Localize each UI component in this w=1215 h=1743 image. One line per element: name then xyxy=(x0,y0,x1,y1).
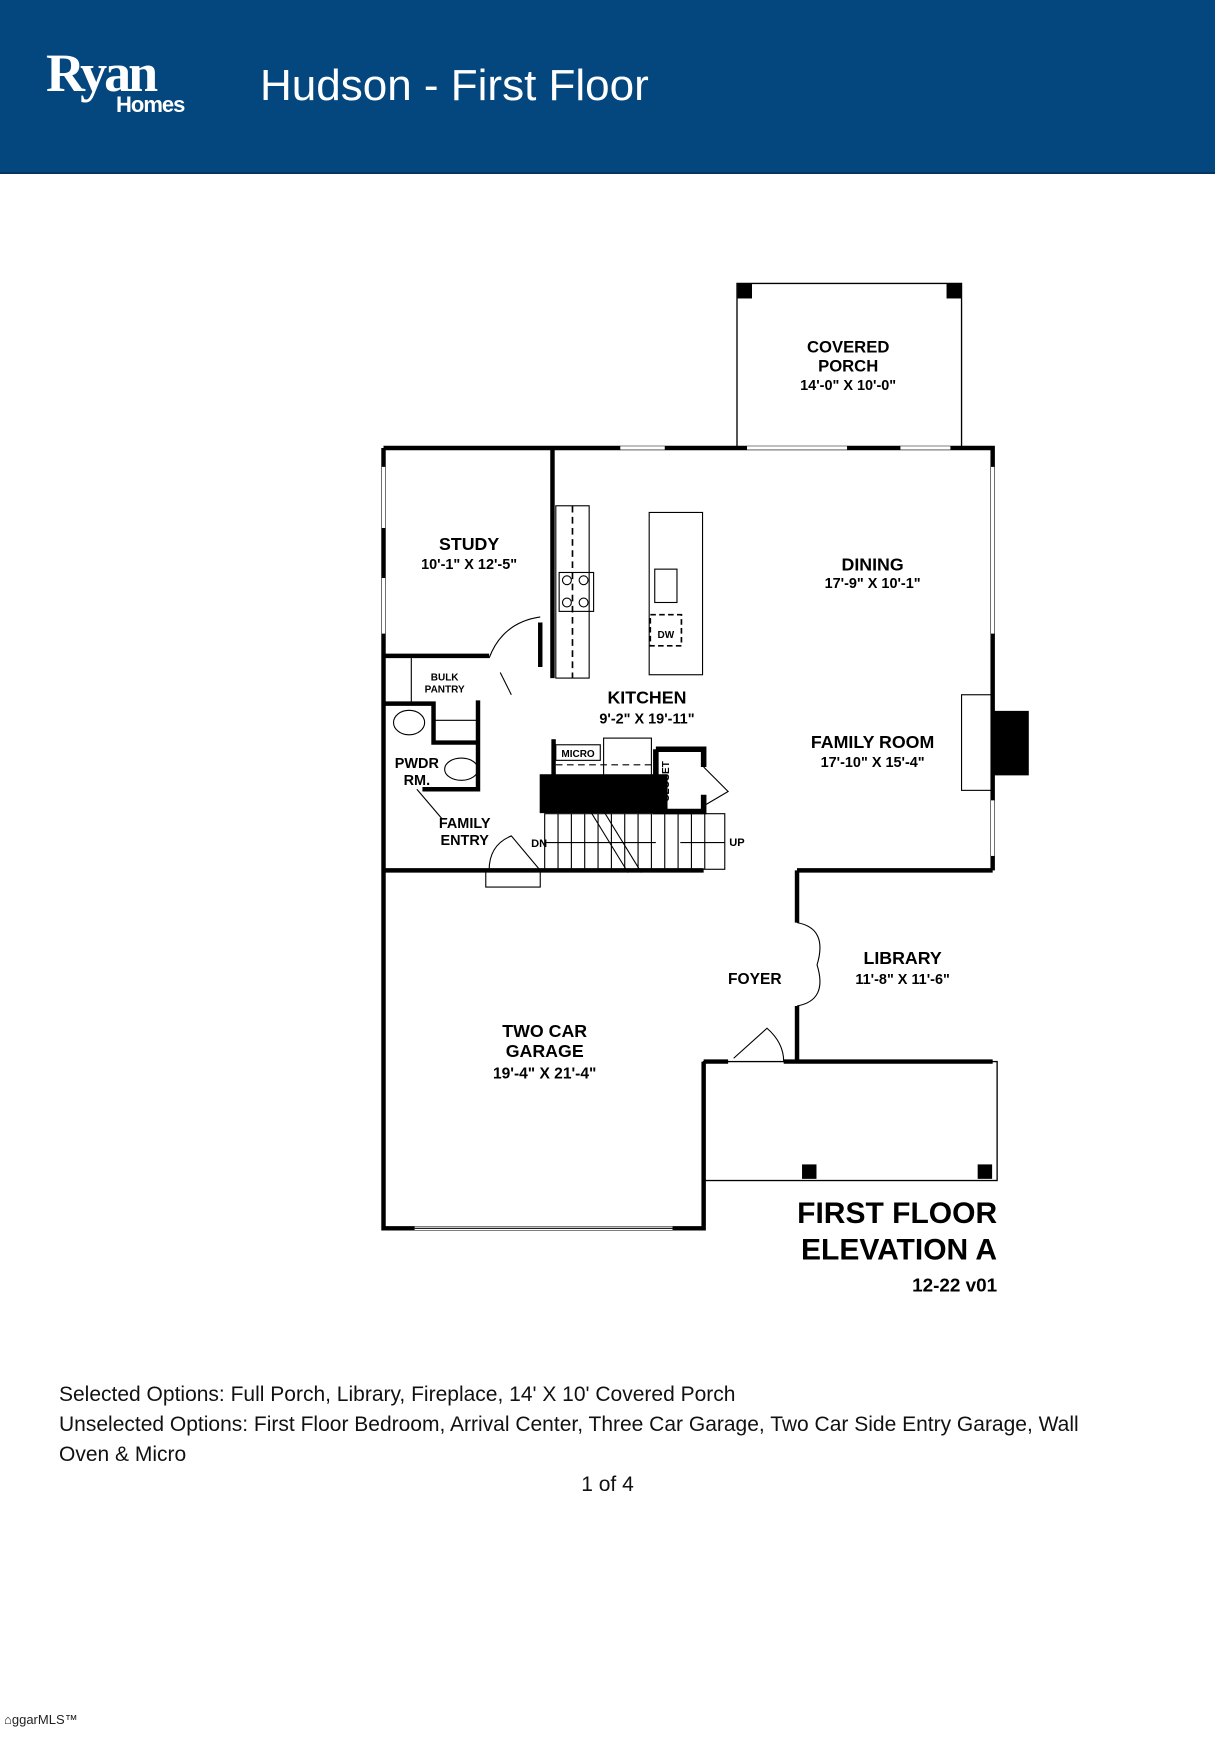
family-entry-label: FAMILY xyxy=(439,816,491,832)
garage-label: TWO CAR xyxy=(502,1021,587,1041)
closet-wall xyxy=(653,746,707,815)
front-porch-post xyxy=(977,1164,993,1179)
porch-post xyxy=(737,284,753,299)
garage-dims: 19'-4" X 21'-4" xyxy=(493,1065,596,1082)
foyer-label: FOYER xyxy=(728,971,782,988)
logo-text: Ryan xyxy=(46,43,158,103)
front-porch-post xyxy=(802,1164,817,1179)
toilet xyxy=(392,709,426,736)
dining-dims: 17'-9" X 10'-1" xyxy=(825,576,921,592)
dw-label: DW xyxy=(658,630,675,641)
chimney xyxy=(992,710,1029,776)
study-wall xyxy=(383,447,555,679)
covered-porch-label: PORCH xyxy=(818,356,878,375)
dishwasher xyxy=(649,613,683,647)
fireplace xyxy=(960,694,994,791)
unselected-options: Unselected Options: First Floor Bedroom,… xyxy=(59,1413,1079,1436)
cooktop xyxy=(558,571,595,612)
garage-label: GARAGE xyxy=(506,1041,584,1061)
ryan-homes-logo: Ryan Homes xyxy=(46,46,211,122)
study-label: STUDY xyxy=(439,534,499,554)
covered-porch-dims: 14'-0" X 10'-0" xyxy=(800,378,896,394)
powder-room-label: RM. xyxy=(404,773,430,789)
page-title: Hudson - First Floor xyxy=(260,61,649,110)
dining-label: DINING xyxy=(842,554,904,574)
family-room-dims: 17'-10" X 15'-4" xyxy=(821,755,925,771)
porch-post xyxy=(946,284,961,299)
house-icon: ⌂ xyxy=(4,1712,12,1727)
stairs-up-label: UP xyxy=(729,837,745,849)
library-label: LIBRARY xyxy=(863,948,941,968)
study-dims: 10'-1" X 12'-5" xyxy=(421,557,517,573)
plan-version: 12-22 v01 xyxy=(912,1276,997,1297)
kitchen-dims: 9'-2" X 19'-11" xyxy=(599,712,694,728)
room-labels: COVERED PORCH 14'-0" X 10'-0" STUDY 10'-… xyxy=(395,337,998,1296)
page-header: Ryan Homes Hudson - First Floor xyxy=(0,0,1215,174)
closet-label: CLOSET xyxy=(661,761,672,802)
bulk-pantry-label: PANTRY xyxy=(425,685,465,696)
stairs-down-label: DN xyxy=(531,838,547,850)
pantry-wall xyxy=(383,700,481,792)
micro-label: MICRO xyxy=(561,749,595,760)
front-door xyxy=(733,1027,785,1062)
stair-core xyxy=(539,774,668,814)
covered-porch-outline xyxy=(736,282,963,448)
selected-options: Selected Options: Full Porch, Library, F… xyxy=(59,1383,736,1406)
page-indicator: 1 of 4 xyxy=(581,1473,634,1496)
library-french-door xyxy=(796,922,821,1007)
powder-room-label: PWDR xyxy=(395,756,440,772)
sink xyxy=(444,757,479,781)
front-porch xyxy=(702,1060,998,1182)
plan-caption: ELEVATION A xyxy=(801,1233,997,1266)
library-wall xyxy=(703,868,993,1064)
family-room-label: FAMILY ROOM xyxy=(811,732,934,752)
covered-porch-label: COVERED xyxy=(807,337,889,356)
library-dims: 11'-8" X 11'-6" xyxy=(855,972,949,988)
study-door xyxy=(488,616,541,696)
island-sink xyxy=(654,568,678,604)
bulk-pantry-label: BULK xyxy=(431,672,460,683)
mls-watermark: ⌂ggarMLS™ xyxy=(4,1712,78,1727)
logo-subtext: Homes xyxy=(116,92,185,117)
kitchen-label: KITCHEN xyxy=(607,688,686,708)
plan-caption: FIRST FLOOR xyxy=(797,1197,997,1230)
unselected-options-continued: Oven & Micro xyxy=(59,1443,187,1466)
family-entry-label: ENTRY xyxy=(440,833,489,849)
kitchen-island xyxy=(648,511,704,676)
